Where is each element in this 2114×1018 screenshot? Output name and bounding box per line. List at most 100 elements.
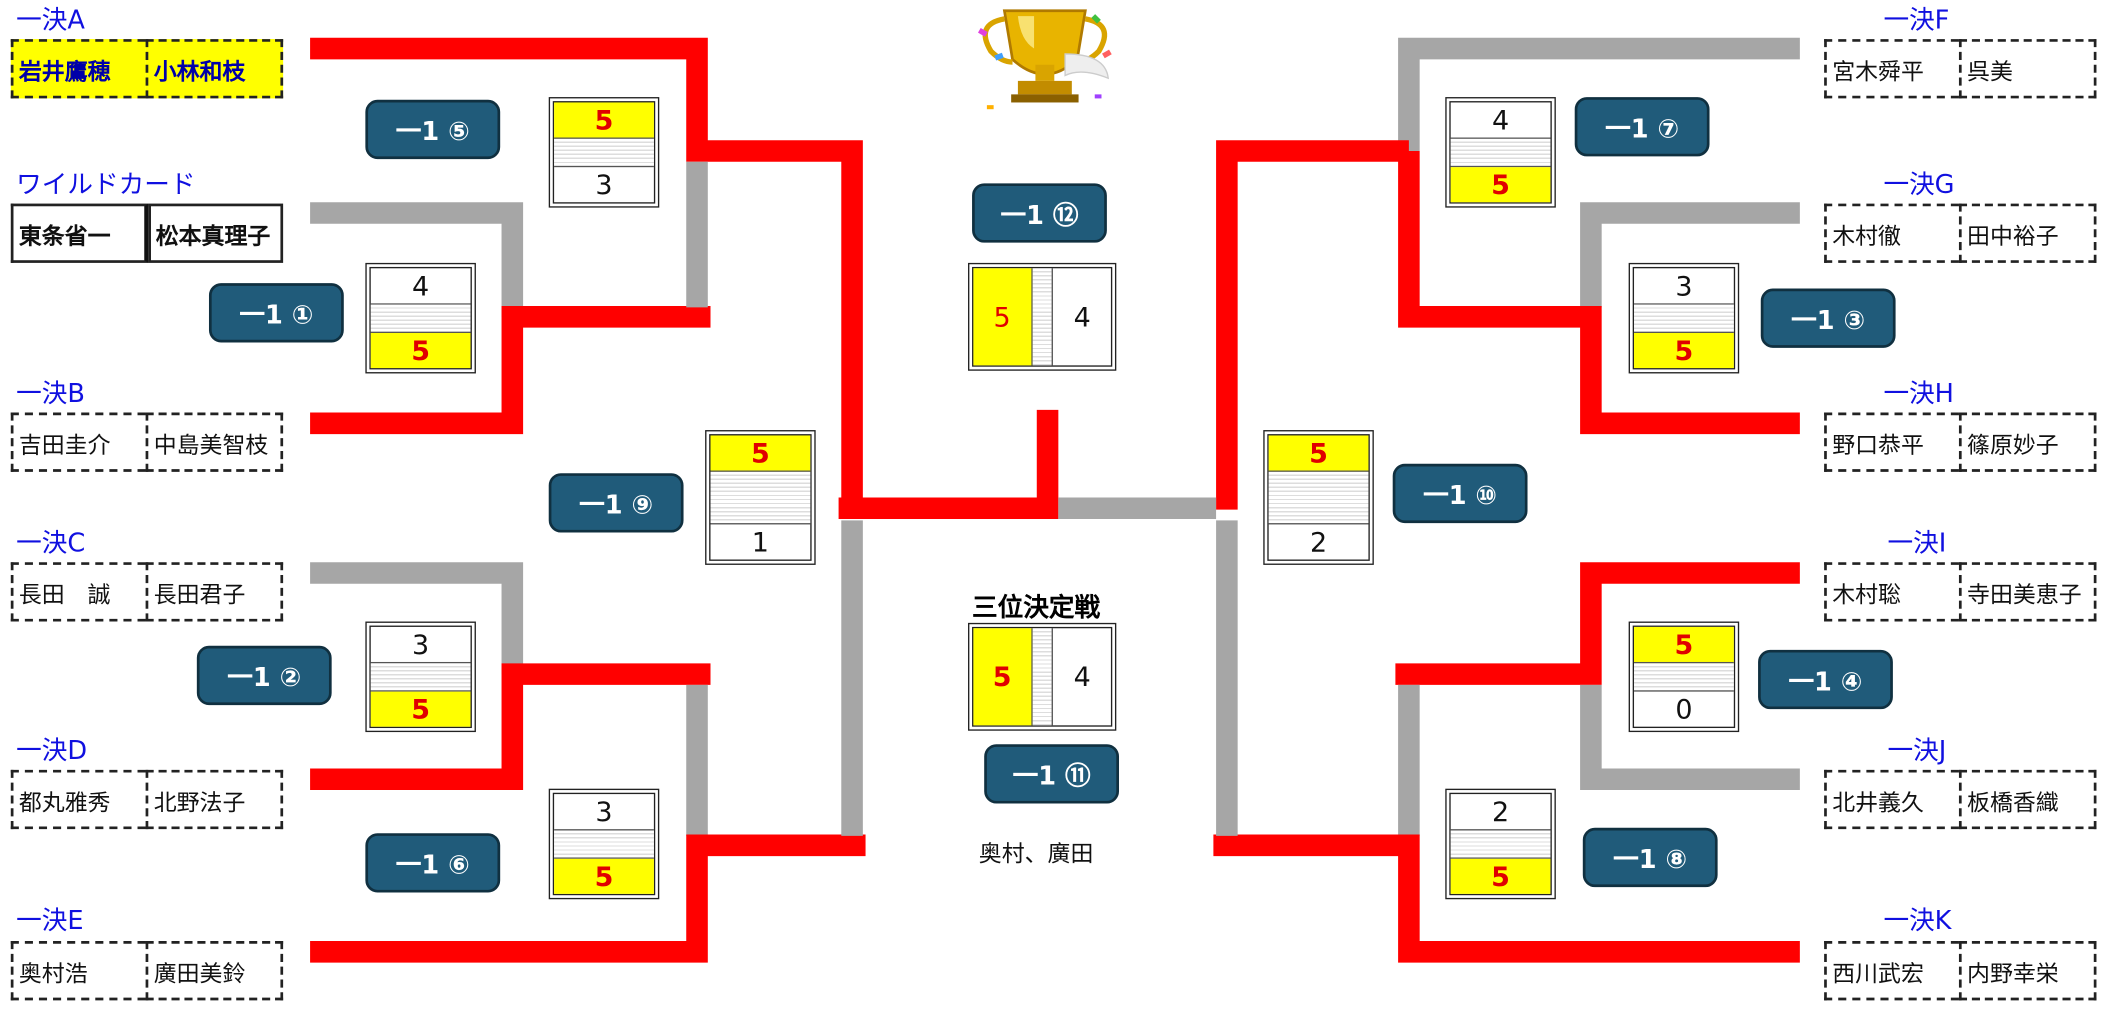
pair-j: 北井義久 板橋香織 xyxy=(1824,769,2097,830)
player-name: 呉美 xyxy=(1958,39,2097,99)
score-divider xyxy=(554,138,654,168)
player-name: 都丸雅秀 xyxy=(10,769,146,830)
line-e xyxy=(310,834,866,963)
player-name: 宮木舜平 xyxy=(1824,39,1959,99)
pair-e: 奥村浩 廣田美鈴 xyxy=(10,941,284,1001)
match-badge-5[interactable]: 一1 ⑤ xyxy=(365,99,501,160)
score-divider xyxy=(1032,628,1054,726)
score-box-2: 3 5 xyxy=(365,621,476,733)
player-name: 松本真理子 xyxy=(147,203,284,263)
pair-a: 岩井鷹穂 小林和枝 xyxy=(10,39,284,99)
score-top: 5 xyxy=(710,435,811,473)
group-label-g: 一決G xyxy=(1883,169,1955,200)
player-name: 野口恭平 xyxy=(1824,412,1959,472)
score-right: 4 xyxy=(1073,300,1091,334)
match-badge-3[interactable]: 一1 ③ xyxy=(1760,288,1896,348)
line-g xyxy=(1580,202,1800,308)
score-box-5: 5 3 xyxy=(548,97,660,208)
pair-k: 西川武宏 内野幸栄 xyxy=(1824,941,2097,1001)
match-badge-1[interactable]: 一1 ① xyxy=(208,283,344,343)
line-d xyxy=(310,663,711,791)
pair-h: 野口恭平 篠原妙子 xyxy=(1824,412,2097,472)
score-left: 5 xyxy=(973,628,1033,726)
pair-f: 宮木舜平 呉美 xyxy=(1824,39,2097,99)
score-box-1: 4 5 xyxy=(365,262,476,374)
pair-c: 長田 誠 長田君子 xyxy=(10,562,284,622)
score-box-third: 5 4 xyxy=(968,622,1117,731)
score-divider xyxy=(554,830,654,860)
match-badge-10[interactable]: 一1 ⑩ xyxy=(1392,463,1528,524)
line-i xyxy=(1395,562,1800,685)
match-badge-7[interactable]: 一1 ⑦ xyxy=(1574,97,1710,157)
group-label-b: 一決B xyxy=(16,378,86,409)
match-badge-12[interactable]: 一1 ⑫ xyxy=(972,183,1107,243)
player-name: 小林和枝 xyxy=(145,39,284,99)
group-label-i: 一決I xyxy=(1887,528,1947,559)
player-name: 篠原妙子 xyxy=(1958,412,2097,472)
pair-d: 都丸雅秀 北野法子 xyxy=(10,769,284,830)
score-top: 4 xyxy=(1450,102,1551,139)
group-label-wildcard: ワイルドカード xyxy=(16,169,196,200)
score-right: 4 xyxy=(1073,660,1091,693)
group-label-k: 一決K xyxy=(1883,905,1952,936)
score-bottom: 5 xyxy=(370,692,471,727)
player-name: 廣田美鈴 xyxy=(145,941,284,1001)
line-f-red xyxy=(1216,140,1409,510)
line-h xyxy=(1398,150,1800,435)
player-name: 長田君子 xyxy=(145,562,284,622)
line-wc xyxy=(310,202,524,317)
line-j xyxy=(1580,684,1800,791)
player-name: 木村徹 xyxy=(1824,203,1959,263)
score-top: 2 xyxy=(1450,794,1551,831)
player-name: 吉田圭介 xyxy=(10,412,146,472)
score-divider xyxy=(1634,304,1734,334)
score-top: 5 xyxy=(1268,435,1369,473)
line-left-final xyxy=(838,409,1059,520)
match-badge-4[interactable]: 一1 ④ xyxy=(1758,649,1893,710)
score-top: 3 xyxy=(554,794,654,831)
player-name: 内野幸栄 xyxy=(1958,941,2097,1001)
score-bottom: 1 xyxy=(751,525,769,558)
player-name: 田中裕子 xyxy=(1958,203,2097,263)
player-name: 板橋香織 xyxy=(1958,769,2097,830)
score-box-6: 3 5 xyxy=(548,788,660,900)
score-bottom: 5 xyxy=(554,859,654,894)
score-box-8: 2 5 xyxy=(1445,788,1556,900)
score-divider xyxy=(370,304,471,334)
score-top: 4 xyxy=(370,268,471,305)
third-place-note: 奥村、廣田 xyxy=(978,841,1094,869)
score-divider xyxy=(370,662,471,693)
score-bottom: 5 xyxy=(370,333,471,369)
line-a xyxy=(310,37,863,510)
group-label-j: 一決J xyxy=(1887,736,1947,766)
line-b xyxy=(310,306,711,435)
group-label-a: 一決A xyxy=(16,5,85,36)
third-place-title: 三位決定戦 xyxy=(972,593,1101,623)
pair-g: 木村徹 田中裕子 xyxy=(1824,203,2097,263)
player-name: 東条省一 xyxy=(10,203,148,263)
pair-i: 木村聡 寺田美恵子 xyxy=(1824,562,2097,622)
player-name: 岩井鷹穂 xyxy=(10,39,146,99)
score-bottom: 5 xyxy=(1634,333,1734,369)
group-label-e: 一決E xyxy=(16,905,84,936)
score-divider xyxy=(1032,268,1054,366)
match-badge-2[interactable]: 一1 ② xyxy=(196,645,332,706)
match-badge-8[interactable]: 一1 ⑧ xyxy=(1582,827,1718,888)
pair-wildcard: 東条省一 松本真理子 xyxy=(10,203,284,263)
line-f xyxy=(1398,37,1800,151)
match-badge-9[interactable]: 一1 ⑨ xyxy=(548,473,684,533)
match-badge-11[interactable]: 一1 ⑪ xyxy=(984,744,1120,804)
score-box-7: 4 5 xyxy=(1445,97,1556,208)
score-top: 5 xyxy=(1634,626,1734,663)
score-divider xyxy=(1268,472,1369,524)
line-k xyxy=(1213,834,1800,963)
player-name: 中島美智枝 xyxy=(145,412,284,472)
match-badge-6[interactable]: 一1 ⑥ xyxy=(365,833,501,893)
score-box-3: 3 5 xyxy=(1628,262,1740,374)
score-box-4: 5 0 xyxy=(1628,621,1740,733)
score-left: 5 xyxy=(973,268,1033,366)
player-name: 長田 誠 xyxy=(10,562,146,622)
group-label-c: 一決C xyxy=(16,528,86,559)
